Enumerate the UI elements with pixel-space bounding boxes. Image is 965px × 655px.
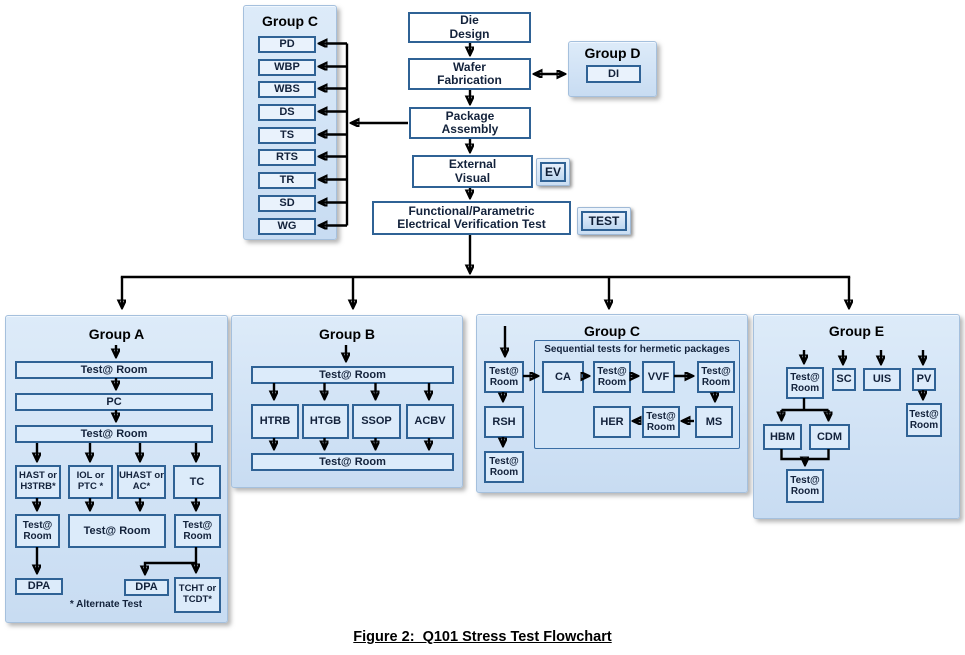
node-wbp: WBP [258, 59, 316, 76]
node-e-sc: SC [832, 368, 856, 391]
node-a-test-room-mid: Test@ Room [68, 514, 166, 548]
node-wg: WG [258, 218, 316, 235]
node-ds: DS [258, 104, 316, 121]
node-external-visual: External Visual [412, 155, 533, 188]
group-c-title: Group C [584, 323, 640, 339]
node-e-uis: UIS [863, 368, 901, 391]
ev-badge-label: EV [540, 162, 566, 182]
node-di: DI [586, 65, 641, 83]
node-die-design: Die Design [408, 12, 531, 43]
node-c-rsh: RSH [484, 406, 524, 438]
node-wafer-fabrication: Wafer Fabrication [408, 58, 531, 90]
node-a-tc: TC [173, 465, 221, 499]
test-badge: TEST [577, 207, 631, 235]
group-d-title: Group D [584, 45, 641, 61]
node-electrical-test: Functional/Parametric Electrical Verific… [372, 201, 571, 235]
top-group-c-panel: Group C PD WBP WBS DS TS RTS TR SD WG [243, 5, 337, 240]
node-rts: RTS [258, 149, 316, 166]
group-e-title: Group E [828, 323, 885, 339]
node-c-test-room-in: Test@ Room [484, 361, 524, 393]
top-group-c-title: Group C [262, 13, 318, 29]
test-badge-label: TEST [581, 211, 627, 231]
group-c-panel: Group C Sequential tests for hermetic pa… [476, 314, 748, 493]
node-e-pv: PV [912, 368, 936, 391]
node-tr: TR [258, 172, 316, 189]
node-a-hast: HAST or H3TRB* [15, 465, 61, 499]
node-package-assembly: Package Assembly [409, 107, 531, 139]
distribution-arrows [121, 275, 850, 307]
node-a-test-room-2: Test@ Room [15, 425, 213, 443]
group-e-panel: Group E Test@ Room SC UIS PV Test@ Room … [753, 314, 960, 519]
node-c-test-room-out: Test@ Room [484, 451, 524, 483]
node-pd: PD [258, 36, 316, 53]
group-b-title: Group B [319, 326, 375, 342]
node-b-test-room-top: Test@ Room [251, 366, 454, 384]
node-ts: TS [258, 127, 316, 144]
node-sd: SD [258, 195, 316, 212]
figure-caption: Figure 2: Q101 Stress Test Flowchart [353, 629, 612, 645]
node-a-test-room-right: Test@ Room [174, 514, 221, 548]
sequential-tests-title: Sequential tests for hermetic packages [544, 344, 730, 355]
node-e-test-room-bottom: Test@ Room [786, 469, 824, 503]
node-b-ssop: SSOP [352, 404, 401, 439]
node-e-test-room-pv: Test@ Room [906, 403, 942, 437]
node-b-acbv: ACBV [406, 404, 454, 439]
node-e-test-room-top: Test@ Room [786, 367, 824, 399]
sequential-tests-box: Sequential tests for hermetic packages [534, 340, 740, 449]
node-e-cdm: CDM [809, 424, 850, 450]
node-b-htgb: HTGB [302, 404, 349, 439]
node-c-ca: CA [542, 361, 584, 393]
ev-badge: EV [536, 158, 570, 186]
node-a-dpa-right: DPA [124, 579, 169, 596]
node-c-her: HER [593, 406, 631, 438]
node-a-test-room-left: Test@ Room [15, 514, 60, 548]
node-c-test-room-2: Test@ Room [697, 361, 735, 393]
node-a-iol: IOL or PTC * [68, 465, 113, 499]
node-a-pc: PC [15, 393, 213, 411]
node-b-test-room-bottom: Test@ Room [251, 453, 454, 471]
node-c-test-room-3: Test@ Room [642, 406, 680, 438]
node-a-uhast: UHAST or AC* [117, 465, 166, 499]
node-c-ms: MS [695, 406, 733, 438]
group-a-panel: Group A Test@ Room PC Test@ Room HAST or… [5, 315, 228, 623]
node-c-vvf: VVF [642, 361, 675, 393]
node-a-tcht: TCHT or TCDT* [174, 577, 221, 613]
node-e-hbm: HBM [763, 424, 802, 450]
node-b-htrb: HTRB [251, 404, 299, 439]
node-a-test-room-1: Test@ Room [15, 361, 213, 379]
node-wbs: WBS [258, 81, 316, 98]
alternate-test-footnote: * Alternate Test [69, 599, 143, 610]
node-a-dpa-left: DPA [15, 578, 63, 595]
group-a-title: Group A [88, 326, 145, 342]
node-c-test-room-1: Test@ Room [593, 361, 631, 393]
group-d-panel: Group D DI [568, 41, 657, 97]
group-b-panel: Group B Test@ Room HTRB HTGB SSOP ACBV T… [231, 315, 463, 488]
